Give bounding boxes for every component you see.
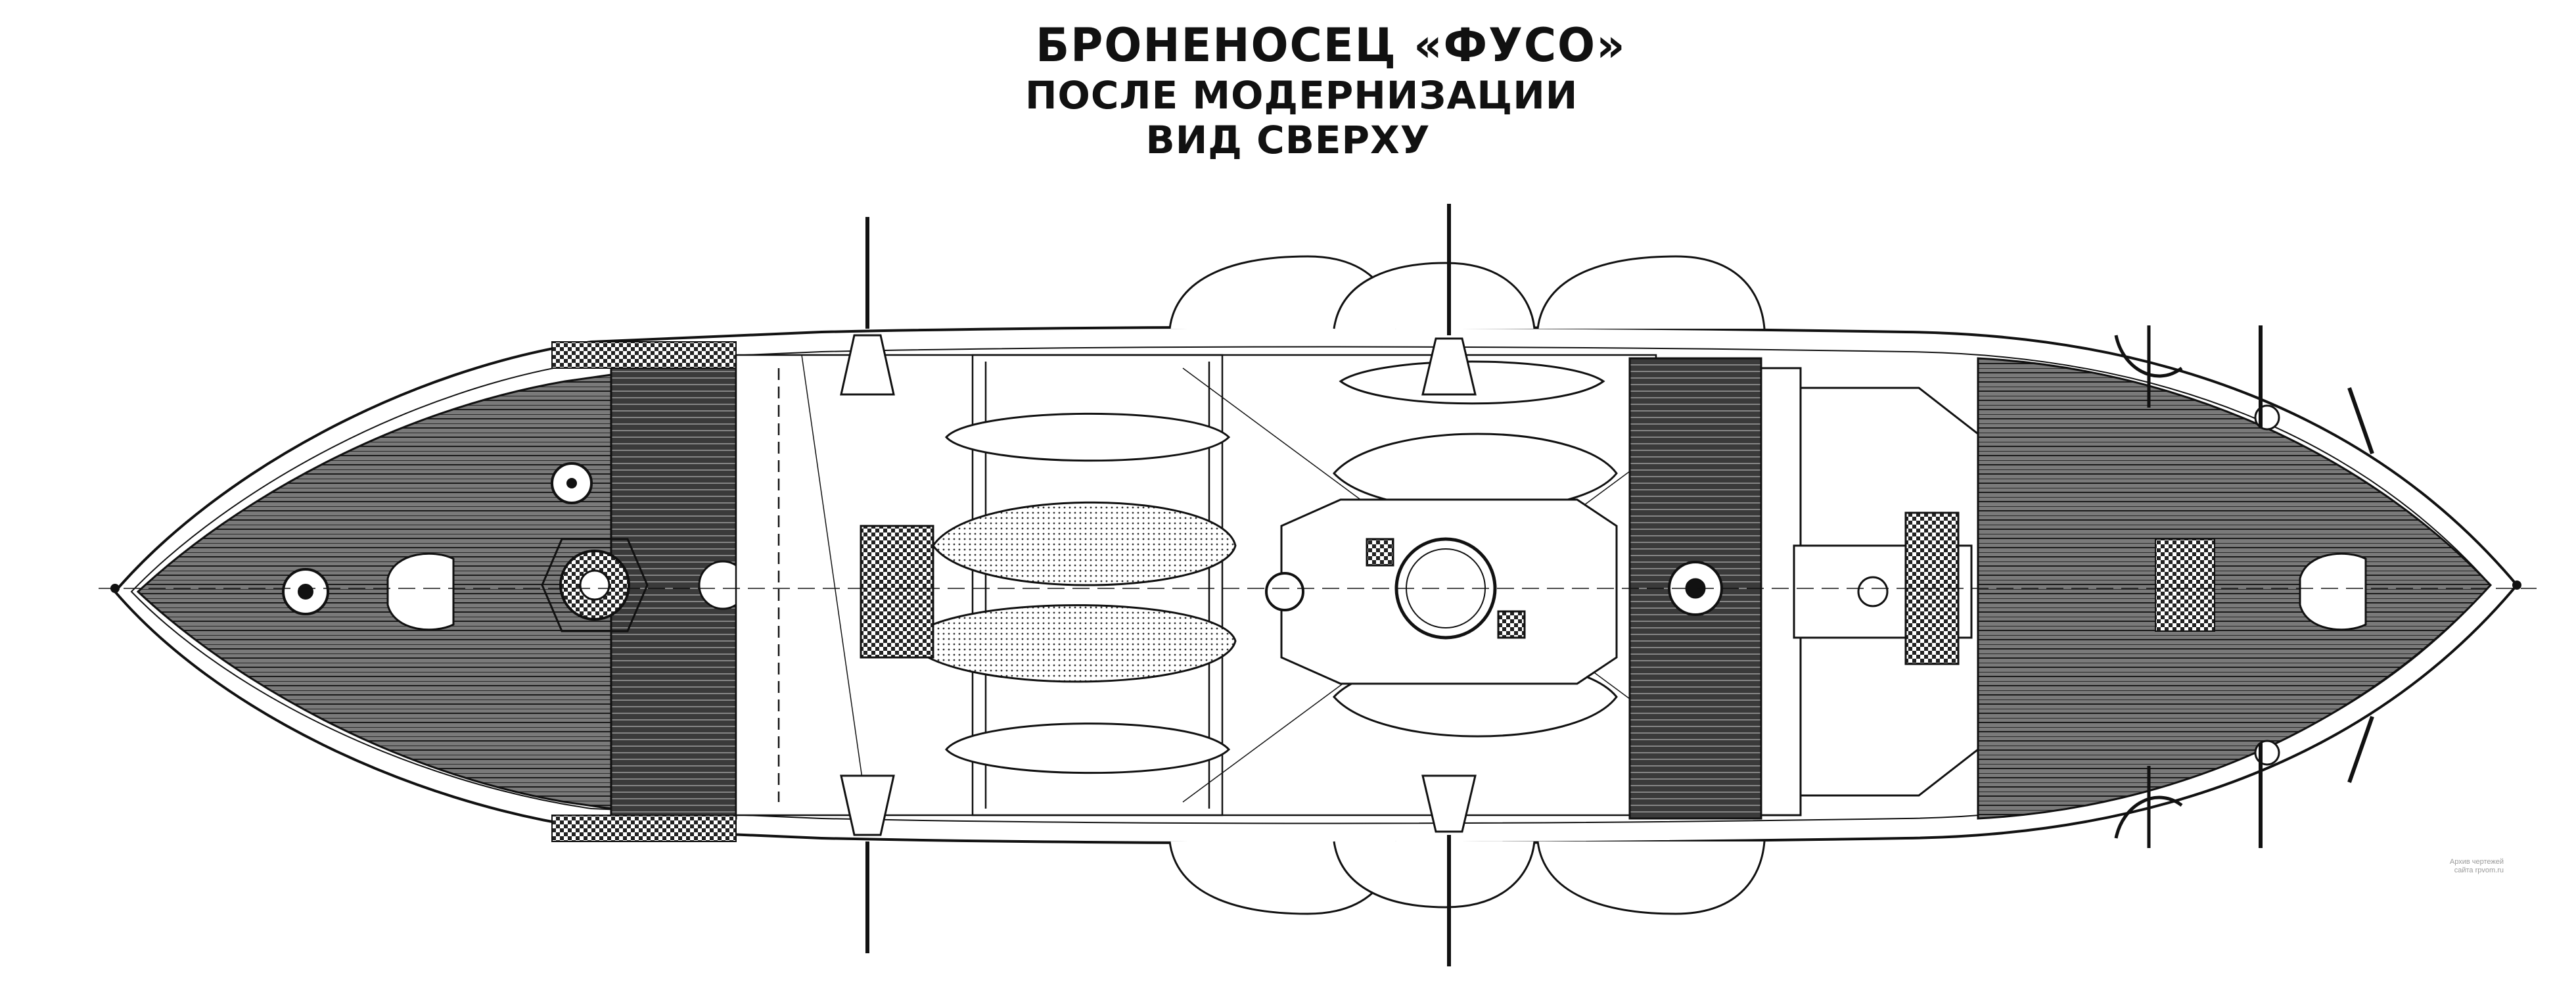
drawing-title: БРОНЕНОСЕЦ «ФУСО» ПОСЛЕ МОДЕРНИЗАЦИИ ВИД… (1025, 18, 1626, 163)
forward-deck (136, 341, 748, 842)
title-subtitle: ПОСЛЕ МОДЕРНИЗАЦИИ (1025, 72, 1578, 118)
credit-line-2: сайта rpvom.ru (2454, 866, 2504, 875)
title-ship-name: БРОНЕНОСЕЦ «ФУСО» (1036, 18, 1626, 72)
anchors (2114, 325, 2183, 848)
sponsons (1168, 255, 1766, 915)
guns (840, 204, 2374, 966)
centerline (99, 580, 2537, 593)
boats (906, 360, 1618, 774)
superstructure (860, 498, 1618, 685)
title-view: ВИД СВЕРХУ (1145, 118, 1431, 163)
source-credit: Архив чертежей сайта rpvom.ru (2450, 858, 2504, 876)
credit-line-1: Архив чертежей (2449, 857, 2504, 866)
